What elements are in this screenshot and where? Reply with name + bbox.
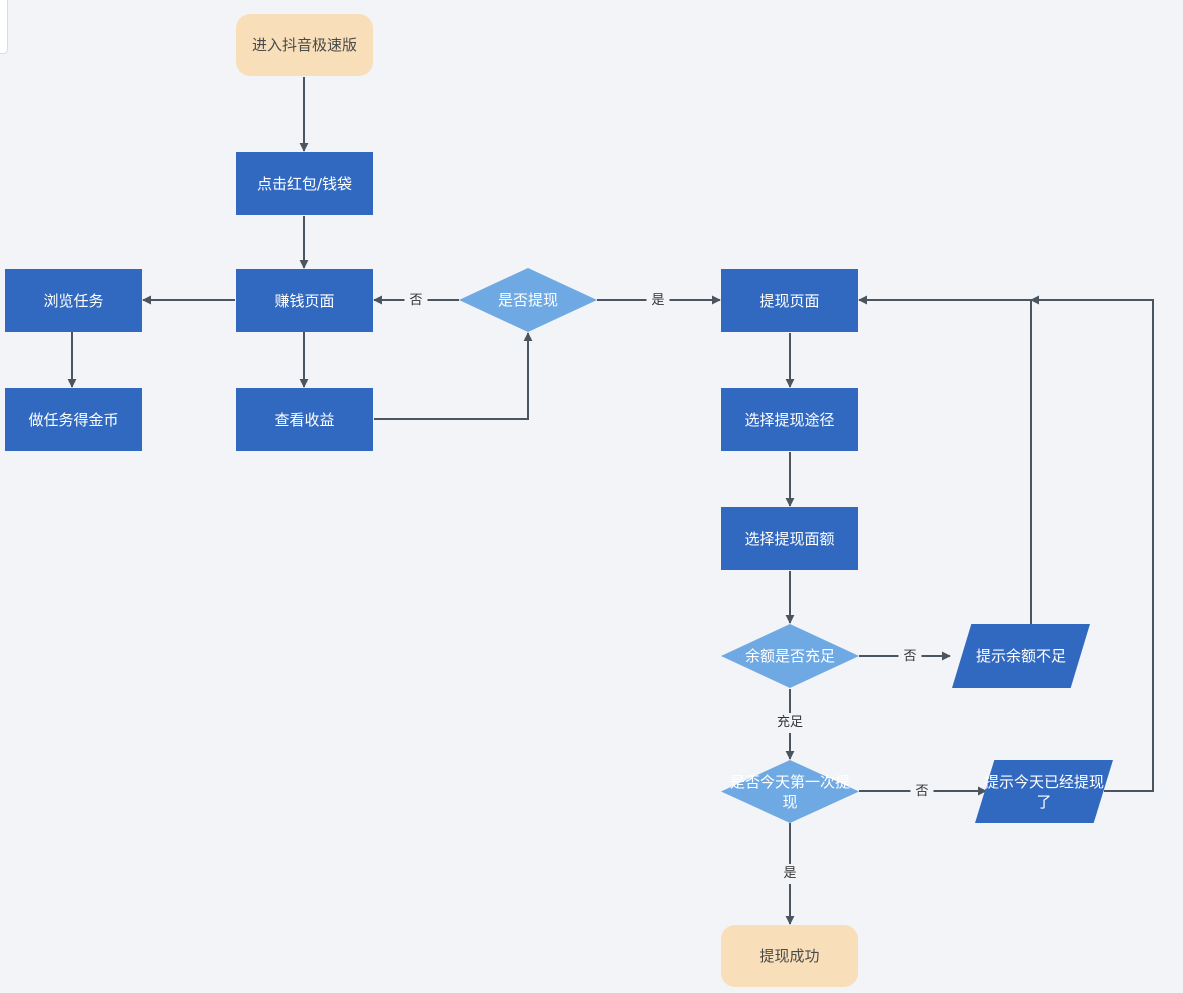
node-choose-route: 选择提现途径 xyxy=(721,388,858,451)
node-choose-amount-label: 选择提现面额 xyxy=(744,529,835,548)
node-start: 进入抖音极速版 xyxy=(236,14,373,76)
node-decide-balance-label: 余额是否充足 xyxy=(744,647,835,665)
node-click-redpacket-label: 点击红包/钱袋 xyxy=(256,174,353,193)
node-insufficient-notice: 提示余额不足 xyxy=(952,624,1090,688)
parallelogram-shape xyxy=(975,760,1113,823)
node-choose-amount: 选择提现面额 xyxy=(721,507,858,570)
node-do-tasks: 做任务得金币 xyxy=(5,388,142,451)
edge-label-withdraw-no: 否 xyxy=(404,291,428,311)
edge-label-balance-no: 否 xyxy=(898,647,922,667)
node-insufficient-notice-label: 提示余额不足 xyxy=(975,647,1066,665)
edge-label-first-yes: 是 xyxy=(778,864,802,884)
node-browse-tasks: 浏览任务 xyxy=(5,269,142,332)
node-earn-page-label: 赚钱页面 xyxy=(274,291,335,310)
node-choose-route-label: 选择提现途径 xyxy=(744,410,835,429)
edge-insufficient-back xyxy=(858,295,1032,624)
node-success: 提现成功 xyxy=(721,925,858,987)
edge-label-balance-enough: 充足 xyxy=(771,713,809,733)
node-already-today-notice-label: 提示今天已经提现了 xyxy=(983,772,1104,811)
node-success-label: 提现成功 xyxy=(759,947,820,965)
edge-label-withdraw-yes: 是 xyxy=(646,291,670,311)
edge-already-back xyxy=(1030,295,1154,792)
node-decide-balance: 余额是否充足 xyxy=(721,624,859,688)
node-decide-first-today: 是否今天第一次提现 xyxy=(721,760,859,823)
node-already-today-notice: 提示今天已经提现了 xyxy=(975,760,1113,823)
node-start-label: 进入抖音极速版 xyxy=(251,36,357,54)
node-earn-page: 赚钱页面 xyxy=(236,269,373,332)
node-click-redpacket: 点击红包/钱袋 xyxy=(236,152,373,215)
node-view-earnings-label: 查看收益 xyxy=(274,410,335,429)
node-view-earnings: 查看收益 xyxy=(236,388,373,451)
node-do-tasks-label: 做任务得金币 xyxy=(28,410,119,429)
node-browse-tasks-label: 浏览任务 xyxy=(43,291,104,310)
canvas-edge-tab xyxy=(0,0,8,54)
edge-label-first-no: 否 xyxy=(910,782,934,802)
node-withdraw-page-label: 提现页面 xyxy=(759,291,820,310)
node-decide-first-today-label: 是否今天第一次提现 xyxy=(729,772,850,811)
node-withdraw-page: 提现页面 xyxy=(721,269,858,332)
node-decide-withdraw: 是否提现 xyxy=(459,268,597,332)
parallelogram-shape xyxy=(952,624,1090,688)
edge-earnings-to-decide xyxy=(374,332,533,420)
node-decide-withdraw-label: 是否提现 xyxy=(497,291,558,309)
